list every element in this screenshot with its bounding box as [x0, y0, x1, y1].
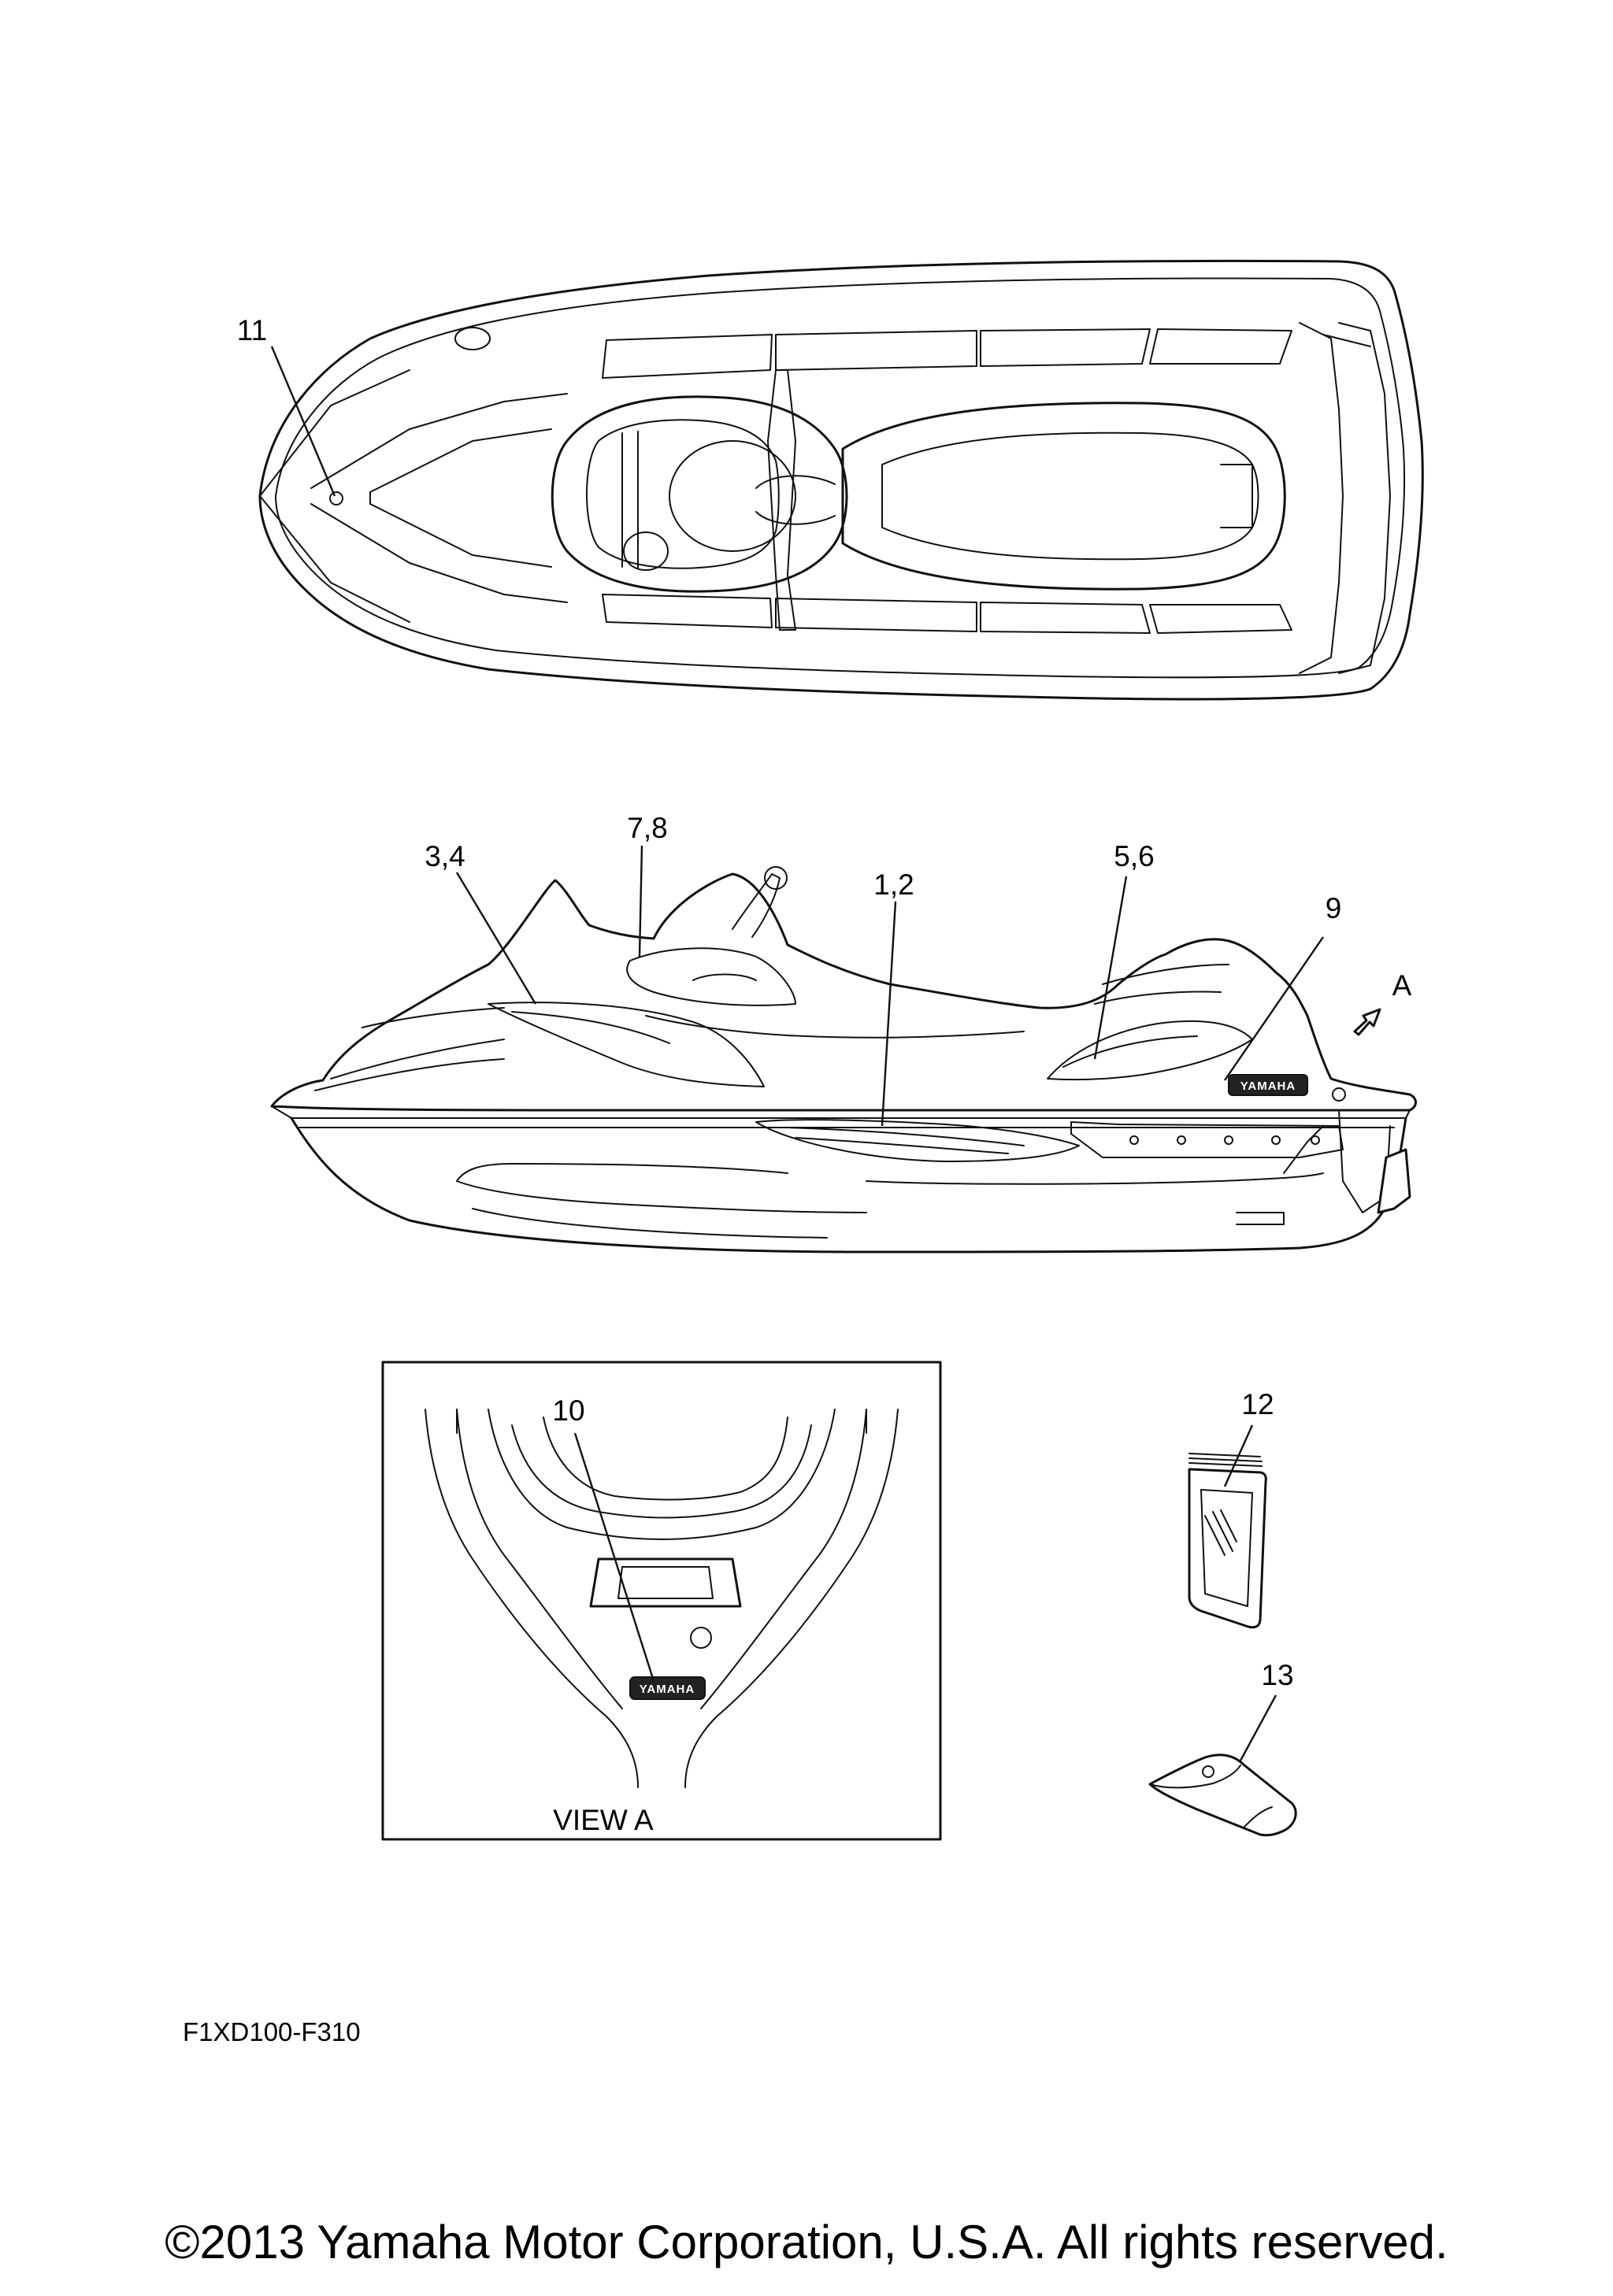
leader-lines [270, 346, 1324, 1761]
manual-pouch-drawing [1188, 1453, 1267, 1629]
callout-11: 11 [237, 314, 267, 346]
view-a-caption: VIEW A [553, 1804, 654, 1836]
side-yamaha-badge: YAMAHA [1240, 1079, 1296, 1093]
view-a-drawing: YAMAHA [425, 1409, 899, 1788]
callout-9: 9 [1326, 892, 1342, 924]
callout-3-4: 3,4 [425, 840, 465, 872]
callout-10: 10 [552, 1394, 584, 1427]
callout-13: 13 [1261, 1659, 1293, 1691]
copyright-notice: ©2013 Yamaha Motor Corporation, U.S.A. A… [165, 2216, 1448, 2268]
callout-12: 12 [1241, 1388, 1274, 1420]
diagram-code: F1XD100-F310 [183, 2017, 361, 2046]
watercraft-top-view [258, 259, 1424, 701]
watercraft-side-view: YAMAHA [270, 866, 1417, 1254]
callout-view-a-arrow: A [1392, 969, 1412, 1002]
callout-1-2: 1,2 [873, 868, 914, 901]
view-a-frame [381, 1361, 942, 1841]
view-a-yamaha-badge: YAMAHA [640, 1683, 695, 1696]
tool-pouch-drawing [1148, 1753, 1297, 1837]
callout-7-8: 7,8 [627, 812, 667, 844]
callout-5-6: 5,6 [1114, 840, 1154, 872]
